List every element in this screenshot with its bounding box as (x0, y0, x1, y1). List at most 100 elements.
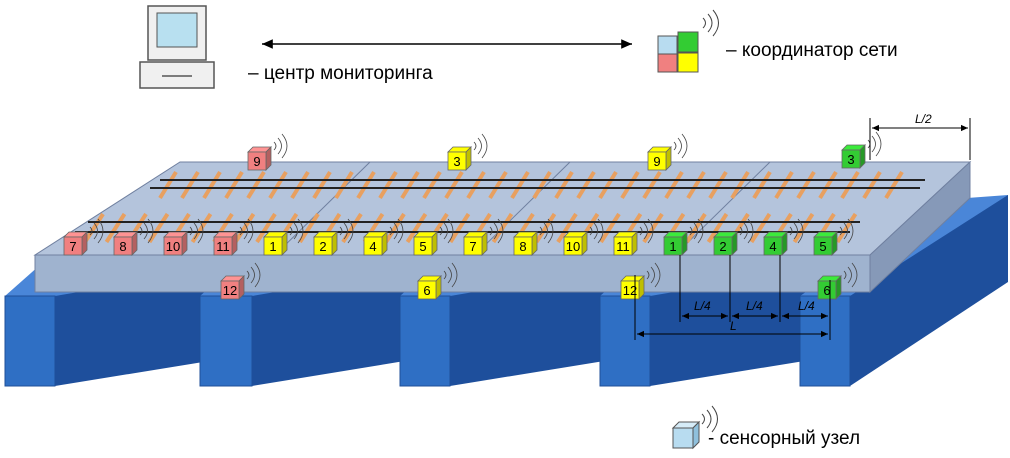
sensor-node: 3 (447, 133, 488, 171)
signal-icon (489, 218, 504, 244)
sleeper (334, 170, 354, 200)
sensor-node: 8 (513, 218, 554, 256)
sensor-node: 9 (647, 133, 688, 171)
sleeper (384, 212, 406, 244)
sleeper (233, 212, 256, 244)
sleeper (534, 212, 557, 244)
sleeper (884, 170, 904, 200)
sleeper (298, 212, 320, 244)
node-label: 4 (369, 239, 376, 254)
sleeper (730, 170, 750, 200)
node-label: 7 (69, 239, 76, 254)
sensor-node: 1 (263, 218, 304, 256)
node-label: 6 (423, 283, 430, 298)
sleeper (708, 170, 728, 200)
signal-icon (443, 262, 458, 288)
sensor-node: 2 (713, 218, 754, 256)
sleeper (312, 170, 332, 200)
sleeper (202, 170, 222, 200)
node-label: 2 (319, 239, 326, 254)
railway-tracks (75, 170, 925, 244)
quarter-span-label: L/4 (746, 299, 763, 313)
sensor-node: 9 (247, 133, 288, 171)
pillar-sensor-nodes: 12 6 12 6 (220, 262, 858, 300)
sleeper (246, 170, 266, 200)
sleeper (422, 170, 442, 200)
node-label: 10 (566, 239, 580, 254)
signal-icon (539, 218, 554, 244)
sleeper (341, 212, 363, 244)
sleeper (83, 212, 105, 244)
signal-icon (473, 133, 488, 159)
node-label: 8 (519, 239, 526, 254)
signal-icon (389, 218, 404, 244)
sleeper (290, 170, 310, 200)
sensor-node: 1 (663, 218, 704, 256)
coordinator-icon (657, 9, 719, 73)
node-label: 3 (847, 152, 854, 167)
computer-icon (139, 5, 215, 89)
sleeper (818, 170, 838, 200)
sleeper (840, 170, 860, 200)
node-label: 4 (769, 239, 776, 254)
sensor-node: 5 (413, 218, 454, 256)
signal-icon (439, 218, 454, 244)
span-label: L (730, 319, 737, 333)
sensor-node: 7 (463, 218, 504, 256)
node-label: 10 (166, 239, 180, 254)
sensor-node: 4 (363, 218, 404, 256)
sensor-node-label: - сенсорный узел (708, 428, 861, 449)
quarter-span-label: L/4 (694, 299, 711, 313)
sleeper (444, 170, 464, 200)
node-label: 12 (623, 283, 637, 298)
sensor-node: 11 (613, 218, 654, 256)
sleeper (224, 170, 244, 200)
sleeper (664, 170, 684, 200)
signal-icon (273, 133, 288, 159)
sleeper (378, 170, 398, 200)
monitoring-center-label: – центр мониторинга (248, 63, 433, 84)
sleeper (400, 170, 420, 200)
sensor-node: 2 (313, 218, 354, 256)
signal-icon (339, 218, 354, 244)
node-label: 1 (669, 239, 676, 254)
signal-icon (739, 218, 754, 244)
sensor-node: 6 (817, 262, 858, 300)
sensor-node: 10 (563, 218, 604, 256)
sleeper (598, 170, 618, 200)
signal-icon (289, 218, 304, 244)
signal-icon (189, 218, 204, 244)
sleeper (792, 212, 815, 244)
sleeper (556, 212, 578, 244)
sensor-node: 3 (841, 131, 882, 169)
signal-icon (89, 218, 104, 244)
sensor-node: 11 (213, 218, 254, 256)
sleeper (356, 170, 376, 200)
sensor-node: 7 (63, 218, 104, 256)
sleeper (180, 170, 200, 200)
sleeper (620, 170, 640, 200)
node-label: 12 (223, 283, 237, 298)
node-label: 7 (469, 239, 476, 254)
dimension-lines: L/2 L/4 L/4 L/4 L (634, 112, 971, 340)
sleeper (835, 212, 858, 244)
sensor-node: 6 (417, 262, 458, 300)
sleeper (796, 170, 816, 200)
sleeper (752, 170, 772, 200)
signal-icon (689, 218, 704, 244)
sleeper (576, 170, 596, 200)
sleeper (405, 212, 428, 244)
sleeper (706, 212, 729, 244)
sleeper (686, 170, 706, 200)
node-label: 1 (269, 239, 276, 254)
signal-icon (239, 218, 254, 244)
sleeper (749, 212, 772, 244)
node-label: 5 (819, 239, 826, 254)
node-label: 11 (616, 239, 630, 254)
node-label: 6 (823, 283, 830, 298)
quarter-span-label: L/4 (798, 299, 815, 313)
sleeper (642, 170, 662, 200)
signal-icon (843, 262, 858, 288)
